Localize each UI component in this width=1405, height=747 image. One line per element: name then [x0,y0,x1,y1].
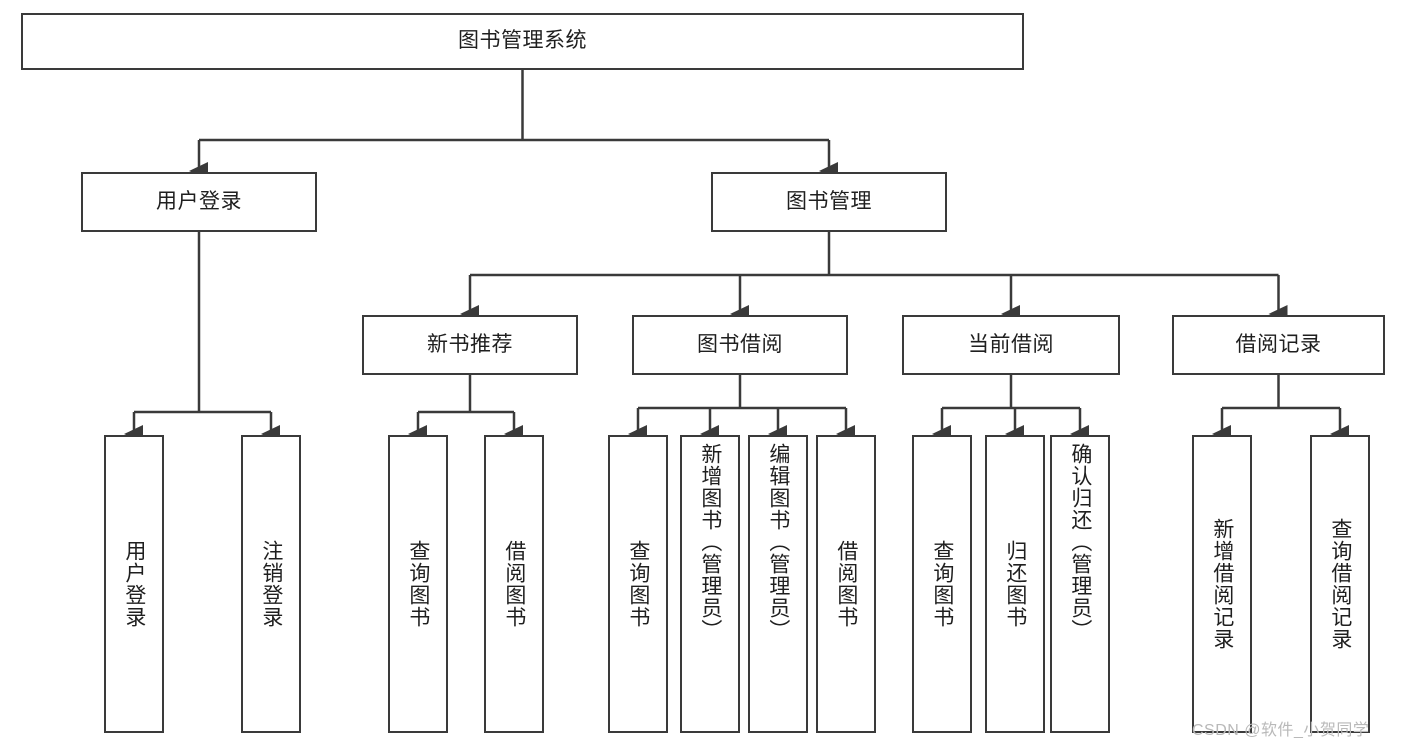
node-label-leaf-add-book-admin: 新增图书（管理员） [698,443,722,641]
node-label-leaf-query-book-1: 查询图书 [406,540,430,628]
watermark: CSDN @软件_小贺同学 [1192,722,1370,739]
node-user-login[interactable]: 用户登录 [81,172,317,232]
node-label-leaf-user-login: 用户登录 [122,540,146,628]
node-label-leaf-confirm-return-admin: 确认归还（管理员） [1068,443,1092,641]
node-label-leaf-user-logout: 注销登录 [259,540,283,628]
node-leaf-query-book-1[interactable]: 查询图书 [388,435,448,733]
node-root[interactable]: 图书管理系统 [21,13,1024,70]
node-new-book-recommend[interactable]: 新书推荐 [362,315,578,375]
node-leaf-add-borrow-record[interactable]: 新增借阅记录 [1192,435,1252,733]
node-leaf-borrow-book-2[interactable]: 借阅图书 [816,435,876,733]
node-label-leaf-return-book: 归还图书 [1003,540,1027,628]
node-leaf-user-login[interactable]: 用户登录 [104,435,164,733]
node-label-root: 图书管理系统 [458,29,587,53]
node-book-manage[interactable]: 图书管理 [711,172,947,232]
node-label-leaf-query-book-3: 查询图书 [930,540,954,628]
node-label-user-login: 用户登录 [156,189,242,213]
node-leaf-add-book-admin[interactable]: 新增图书（管理员） [680,435,740,733]
node-label-leaf-add-borrow-record: 新增借阅记录 [1210,518,1234,650]
node-label-leaf-query-book-2: 查询图书 [626,540,650,628]
edge-group [123,70,1349,444]
node-leaf-confirm-return-admin[interactable]: 确认归还（管理员） [1050,435,1110,733]
node-label-leaf-borrow-book-2: 借阅图书 [834,540,858,628]
node-leaf-edit-book-admin[interactable]: 编辑图书（管理员） [748,435,808,733]
node-label-new-book-recommend: 新书推荐 [427,332,513,356]
node-label-book-borrow: 图书借阅 [697,332,783,356]
node-borrow-record[interactable]: 借阅记录 [1172,315,1385,375]
node-label-leaf-query-borrow-record: 查询借阅记录 [1328,518,1352,650]
node-book-borrow[interactable]: 图书借阅 [632,315,848,375]
node-leaf-return-book[interactable]: 归还图书 [985,435,1045,733]
node-label-book-manage: 图书管理 [786,189,872,213]
node-leaf-user-logout[interactable]: 注销登录 [241,435,301,733]
node-label-current-borrow: 当前借阅 [968,332,1054,356]
node-label-leaf-borrow-book-1: 借阅图书 [502,540,526,628]
node-leaf-query-book-2[interactable]: 查询图书 [608,435,668,733]
node-current-borrow[interactable]: 当前借阅 [902,315,1120,375]
node-label-borrow-record: 借阅记录 [1235,332,1322,356]
node-label-leaf-edit-book-admin: 编辑图书（管理员） [766,443,790,641]
node-leaf-query-book-3[interactable]: 查询图书 [912,435,972,733]
node-leaf-borrow-book-1[interactable]: 借阅图书 [484,435,544,733]
node-leaf-query-borrow-record[interactable]: 查询借阅记录 [1310,435,1370,733]
